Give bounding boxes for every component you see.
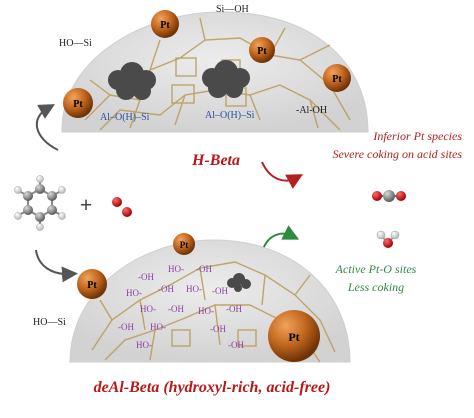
grey-arrow-upper: [35, 104, 59, 151]
top-coke-deposit-left: [108, 62, 156, 100]
plus-sign: +: [80, 192, 93, 217]
bottom-pt-label-1: Pt: [180, 240, 189, 250]
hydroxyl-label: -OH: [158, 284, 174, 294]
hydroxyl-label: HO-: [140, 304, 156, 314]
hydroxyl-label: HO-: [186, 284, 202, 294]
bottom-note-line2: Less coking: [347, 280, 404, 294]
top-title-h-beta: H-Beta: [191, 152, 240, 169]
hydroxyl-label: -OH: [226, 304, 242, 314]
top-pt-label-2: Pt: [257, 46, 267, 57]
hydroxyl-label: -OH: [210, 324, 226, 334]
top-silanol-left-label: HO—Si: [59, 38, 92, 49]
hydroxyl-label: -OH: [168, 304, 184, 314]
water-molecule-icon: [376, 230, 400, 248]
bottom-pt-label-2: Pt: [87, 280, 97, 291]
hydroxyl-label: HO-: [136, 340, 152, 350]
top-coke-deposit-right: [202, 60, 250, 98]
top-pt-particle-4: Pt: [323, 64, 351, 92]
top-acid-site-1-label: Al–O(H)–Si: [100, 112, 150, 123]
top-acid-site-2-label: Al–O(H)–Si: [205, 110, 255, 121]
top-pt-particle-3: Pt: [63, 88, 93, 118]
top-pt-label-1: Pt: [160, 20, 170, 31]
oxygen-molecule-icon: [112, 197, 132, 217]
top-pt-label-4: Pt: [332, 74, 342, 85]
bottom-title-deal-beta: deAl-Beta (hydroxyl-rich, acid-free): [94, 379, 331, 396]
hydroxyl-label: -OH: [228, 340, 244, 350]
bottom-silanol-left-label: HO—Si: [33, 317, 66, 328]
bottom-pt-particle-1: Pt: [173, 233, 195, 255]
hydroxyl-label: HO-: [198, 306, 214, 316]
red-curved-arrow: [261, 161, 304, 189]
hydroxyl-label: -OH: [118, 322, 134, 332]
hydroxyl-label: HO-: [126, 288, 142, 298]
bottom-hydroxyl-groups: -OH HO- -OH HO- -OH HO- -OH HO- -OH HO- …: [118, 264, 244, 350]
top-pt-particle-2: Pt: [249, 37, 275, 63]
benzene-molecule-icon: [14, 175, 66, 231]
top-zeolite-dome: [61, 11, 369, 133]
bottom-pt-particle-2: Pt: [77, 269, 107, 299]
top-al-oh-label: -Al-OH: [296, 105, 327, 116]
top-pt-label-3: Pt: [73, 99, 83, 110]
top-note-line2: Severe coking on acid sites: [332, 147, 462, 161]
hydroxyl-label: HO-: [150, 322, 166, 332]
hydroxyl-label: -OH: [196, 264, 212, 274]
hydroxyl-label: -OH: [138, 272, 154, 282]
bottom-pt-particle-3: Pt: [268, 310, 320, 362]
grey-arrow-lower: [35, 249, 78, 283]
top-silanol-top-label: Si—OH: [216, 4, 249, 15]
bottom-pt-label-3: Pt: [288, 330, 299, 344]
bottom-note-line1: Active Pt-O sites: [335, 262, 417, 276]
top-pt-particle-1: Pt: [151, 10, 179, 38]
hydroxyl-label: HO-: [168, 264, 184, 274]
top-note-line1: Inferior Pt species: [372, 129, 462, 143]
hydroxyl-label: -OH: [212, 286, 228, 296]
bottom-coke-deposit: [227, 273, 251, 292]
co2-molecule-icon: [372, 190, 406, 202]
